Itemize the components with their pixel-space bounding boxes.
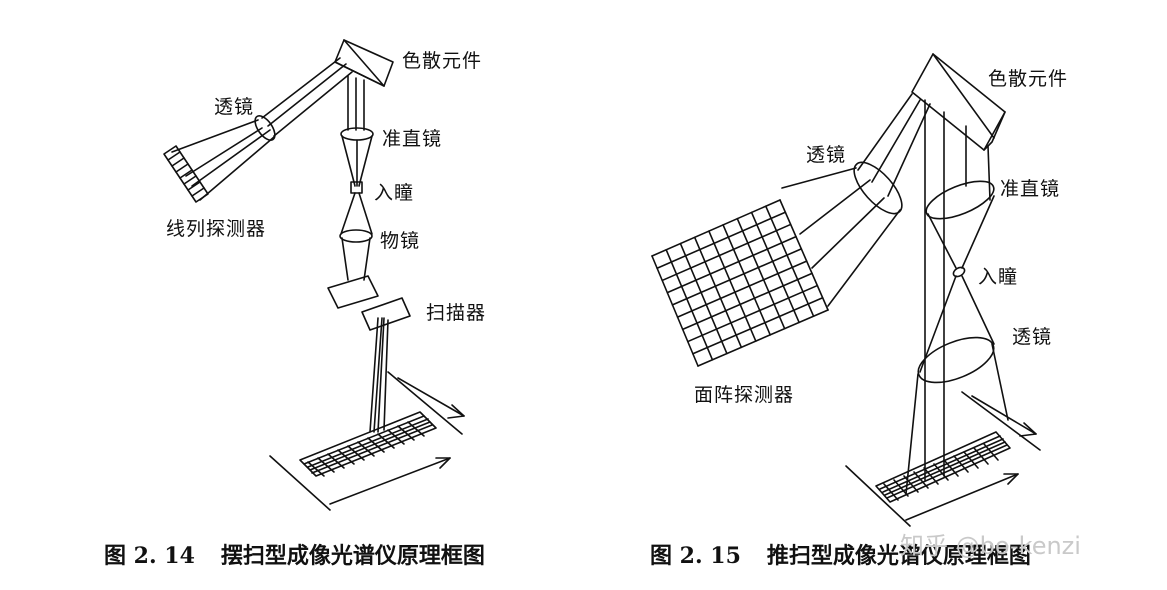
detector-grid-col — [737, 219, 784, 329]
right-diagram — [652, 54, 1040, 526]
detector-grid-row — [688, 286, 818, 342]
watermark: 知乎 @bo-kenzi — [900, 532, 1081, 560]
detector-grid-row — [678, 261, 807, 317]
detector-grid-row — [662, 224, 790, 280]
right-label-pupil: 入瞳 — [978, 266, 1019, 288]
left-scan-arrow — [398, 378, 464, 416]
right-area-detector — [652, 200, 828, 366]
detector-grid-row — [652, 200, 780, 256]
right-label-lens-lower: 透镜 — [1012, 326, 1053, 348]
left-beam-lower — [274, 72, 352, 136]
detector-grid-row — [693, 298, 823, 354]
detector-grid-row — [683, 273, 812, 329]
left-scan-mirror-1 — [328, 276, 378, 308]
left-label-dispersive: 色散元件 — [402, 50, 483, 72]
left-lens — [251, 113, 279, 144]
right-label-lens-upper: 透镜 — [806, 144, 847, 166]
left-ground-strip — [300, 412, 436, 476]
left-caption-number: 图 2. 14 — [104, 543, 195, 569]
left-label-pupil: 入瞳 — [374, 182, 415, 204]
left-objective-lens — [340, 230, 372, 242]
detector-grid-col — [752, 212, 800, 322]
right-upper-lens — [846, 155, 910, 221]
detector-grid-row — [672, 249, 801, 305]
detector-grid-col — [709, 231, 756, 341]
right-label-dispersive: 色散元件 — [988, 68, 1069, 90]
right-scan-arrow — [972, 396, 1036, 434]
left-label-objective: 物镜 — [380, 230, 421, 252]
left-diagram — [164, 40, 464, 510]
right-entrance-pupil — [952, 266, 966, 279]
right-flight-arrow — [906, 474, 1018, 520]
detector-grid-col — [652, 256, 698, 366]
detector-grid-col — [723, 225, 770, 335]
left-flight-arrow — [330, 458, 450, 504]
left-linear-detector — [164, 146, 208, 202]
detector-grid-row — [667, 237, 796, 293]
left-label-linear-detector: 线列探测器 — [166, 218, 267, 240]
left-caption-text: 摆扫型成像光谱仪原理框图 — [220, 543, 485, 569]
detector-grid-col — [666, 250, 712, 360]
detector-grid-col — [695, 237, 742, 347]
left-caption: 图 2. 14 摆扫型成像光谱仪原理框图 — [104, 538, 485, 570]
right-caption-text: 推扫型成像光谱仪原理框图 — [766, 543, 1031, 569]
right-label-collimator: 准直镜 — [1000, 178, 1061, 200]
detector-grid-col — [780, 200, 828, 310]
left-entrance-pupil — [351, 182, 362, 193]
detector-grid-row — [698, 310, 828, 366]
left-label-collimator: 准直镜 — [382, 128, 443, 150]
left-dispersive-edge — [344, 40, 384, 86]
right-ground-strip — [876, 432, 1010, 502]
right-caption: 图 2. 15 推扫型成像光谱仪原理框图 — [650, 538, 1031, 570]
left-beam-upper — [262, 58, 340, 118]
detector-grid-col — [766, 206, 814, 316]
left-scan-mirror-2 — [362, 298, 410, 330]
right-label-area-detector: 面阵探测器 — [694, 384, 795, 406]
right-lower-lens — [912, 328, 1000, 391]
left-label-lens: 透镜 — [214, 96, 255, 118]
right-collimator-lens — [921, 174, 998, 227]
left-collimator-lens — [341, 128, 373, 140]
right-caption-number: 图 2. 15 — [650, 543, 741, 569]
left-label-scanner: 扫描器 — [426, 302, 487, 324]
detector-grid-row — [657, 212, 785, 268]
detector-grid-col — [680, 244, 726, 354]
